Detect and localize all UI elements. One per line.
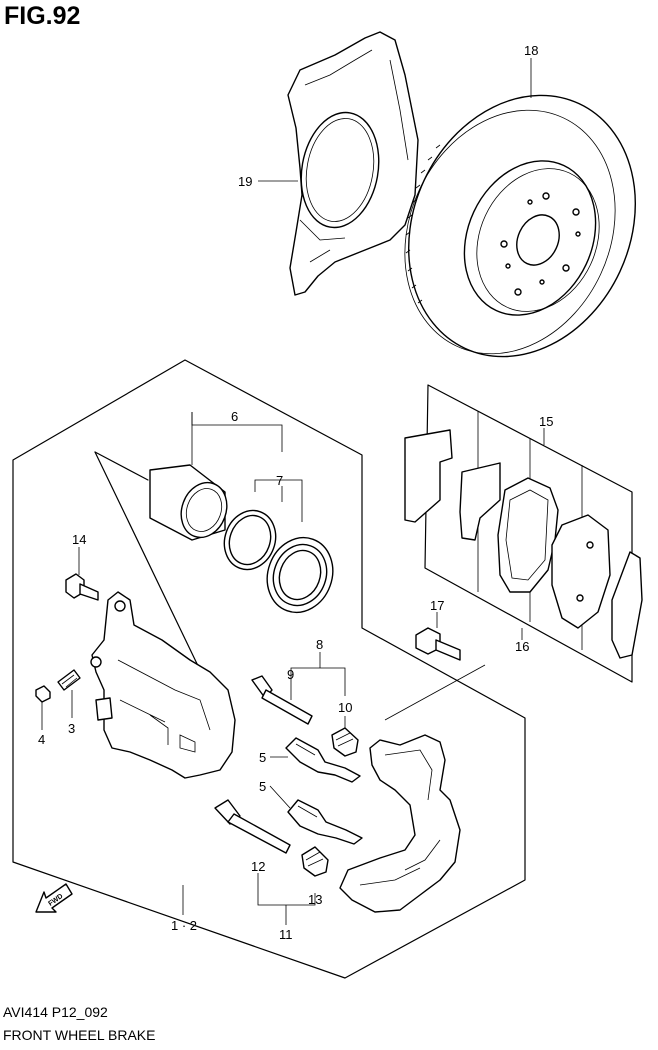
callout-10: 10	[338, 700, 352, 715]
figure-title: FIG.92	[4, 2, 81, 30]
callout-leaders	[41, 58, 545, 925]
callout-8: 8	[316, 637, 323, 652]
bracket-bolt	[415, 627, 461, 661]
dust-cover	[287, 31, 419, 296]
callout-19: 19	[238, 174, 252, 189]
guide-pin	[251, 675, 313, 725]
callout-14: 14	[72, 532, 86, 547]
pad-spring-upper	[285, 737, 361, 783]
callout-16: 16	[515, 639, 529, 654]
leader-line	[94, 451, 201, 671]
callout-5-lower: 5	[259, 779, 266, 794]
callout-12: 12	[251, 859, 265, 874]
callout-9: 9	[287, 667, 294, 682]
piston-seal	[223, 509, 277, 571]
callout-5-upper: 5	[259, 750, 266, 765]
caliper-body	[90, 591, 236, 779]
pad-shim-inner	[459, 462, 501, 541]
callout-3: 3	[68, 721, 75, 736]
callout-6: 6	[231, 409, 238, 424]
callout-4: 4	[38, 732, 45, 747]
guide-pin-boot	[331, 727, 359, 757]
diagram-code: AVI414 P12_092	[3, 1004, 108, 1020]
brake-disc	[404, 94, 636, 358]
leader-line	[384, 664, 486, 721]
caliper-assembly-frame	[12, 359, 526, 979]
pad-spring-lower	[287, 799, 363, 845]
callout-18: 18	[524, 43, 538, 58]
piston-boot	[266, 536, 334, 614]
bolt	[65, 573, 99, 601]
callout-17: 17	[430, 598, 444, 613]
caliper-bracket	[339, 734, 461, 913]
bleeder-cap	[35, 685, 51, 703]
callout-11: 11	[279, 927, 293, 942]
leader-line	[94, 451, 149, 481]
callout-15: 15	[539, 414, 553, 429]
lower-guide-pin	[214, 799, 291, 854]
brake-pad-outer	[497, 477, 559, 593]
pad-shim-back	[611, 551, 643, 659]
callout-1-2: 1 · 2	[171, 918, 197, 933]
bleeder-plug	[57, 669, 81, 691]
callout-7: 7	[276, 473, 283, 488]
pad-shim-outer	[404, 429, 453, 523]
piston	[149, 464, 228, 541]
lower-guide-pin-boot	[301, 846, 329, 877]
diagram-name: FRONT WHEEL BRAKE	[3, 1027, 156, 1043]
brake-pad-inner	[551, 514, 611, 629]
callout-13: 13	[308, 892, 322, 907]
forward-arrow-icon: FWD	[35, 883, 73, 913]
